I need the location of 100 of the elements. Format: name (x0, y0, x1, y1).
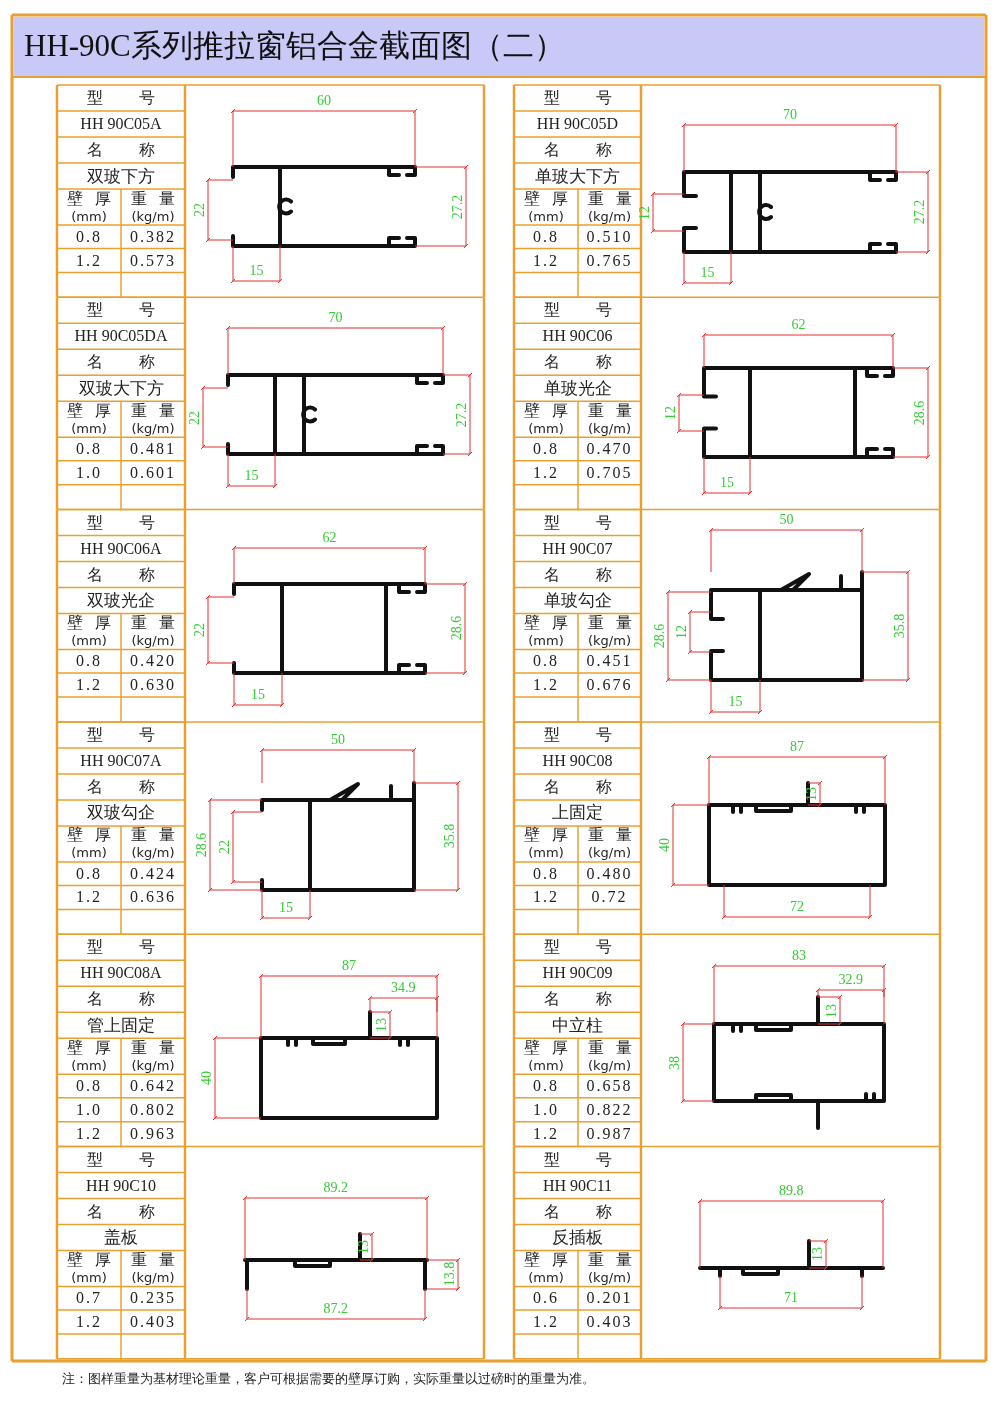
dimension-value: 22 (188, 410, 202, 425)
dimension-value: 28.6 (912, 400, 927, 426)
column-header: 壁厚 (67, 190, 123, 207)
thickness-value: 1.0 (533, 1101, 559, 1118)
dimension-value: 60 (317, 94, 331, 108)
dimension-value: 83 (792, 949, 806, 964)
product-name: 中立柱 (552, 1016, 603, 1034)
model-number: HH 90C09 (542, 965, 613, 982)
column-header: 重量 (131, 615, 187, 632)
product-name: 单玻勾企 (543, 592, 612, 610)
model-number: HH 90C07 (542, 540, 613, 557)
thickness-value: 1.0 (76, 1101, 102, 1118)
dimension-value: 13.8 (442, 1261, 457, 1287)
unit-label: (kg/m) (588, 1271, 631, 1284)
dimension-value: 28.6 (194, 832, 209, 858)
product-name: 管上固定 (87, 1016, 155, 1034)
weight-value: 0.642 (130, 1077, 176, 1094)
product-name: 单玻大下方 (535, 167, 620, 185)
model-number: HH 90C08 (542, 752, 613, 769)
column-header: 重量 (587, 190, 644, 207)
thickness-value: 0.8 (76, 228, 102, 245)
column-header: 名称 (543, 991, 648, 1008)
dimension-value: 89.2 (323, 1180, 348, 1195)
dimension-value: 13 (375, 1018, 389, 1033)
dimension-value: 15 (251, 687, 265, 702)
product-name: 盖板 (104, 1229, 138, 1246)
unit-label: (kg/m) (131, 209, 175, 223)
dimension-value: 15 (244, 469, 259, 484)
dimension-value: 27.2 (912, 199, 927, 225)
column-header: 重量 (587, 402, 644, 419)
unit-label: (kg/m) (588, 209, 631, 223)
model-number: HH 90C05A (80, 116, 162, 132)
column-header: 名称 (87, 566, 191, 583)
model-number: HH 90C07A (80, 752, 162, 769)
dimension-value: 28.6 (652, 623, 667, 648)
model-number: HH 90C06 (542, 328, 613, 345)
product-name: 单玻光企 (543, 379, 612, 397)
dimension-value: 62 (791, 318, 806, 333)
thickness-value: 0.6 (533, 1290, 559, 1307)
column-header: 型号 (87, 1151, 191, 1168)
column-header: 名称 (543, 354, 648, 371)
unit-label: (mm) (528, 1271, 564, 1284)
model-number: HH 90C05D (536, 116, 619, 132)
weight-value: 0.765 (586, 252, 633, 269)
unit-label: (kg/m) (588, 634, 631, 648)
thickness-value: 1.2 (533, 1314, 559, 1330)
thickness-value: 0.8 (76, 865, 102, 882)
thickness-value: 0.8 (533, 441, 559, 458)
unit-label: (mm) (71, 1271, 107, 1284)
column-header: 型号 (87, 726, 191, 743)
weight-value: 0.573 (130, 252, 176, 269)
weight-value: 0.601 (130, 464, 176, 481)
column-header: 名称 (543, 142, 648, 158)
thickness-value: 1.2 (533, 464, 559, 481)
weight-value: 0.424 (130, 865, 176, 882)
column-header: 重量 (587, 1039, 644, 1056)
dimension-value: 38 (668, 1055, 682, 1070)
unit-label: (kg/m) (588, 1058, 631, 1072)
footnote: 注：图样重量为基材理论重量，客户可根据需要的壁厚订购，实际重量以过磅时的重量为准。 (62, 1370, 595, 1388)
dimension-value: 12 (638, 205, 652, 220)
dimension-value: 32.9 (838, 973, 863, 988)
column-header: 名称 (87, 1203, 191, 1220)
dimension-value: 22 (193, 622, 207, 637)
dimension-value: 71 (784, 1290, 798, 1305)
unit-label: (kg/m) (131, 421, 175, 435)
column-header: 重量 (131, 1252, 187, 1268)
dimension-value: 15 (700, 266, 715, 280)
dimension-value: 12 (675, 624, 689, 639)
weight-value: 0.451 (586, 653, 633, 670)
weight-value: 0.802 (130, 1101, 176, 1118)
column-header: 壁厚 (524, 827, 580, 844)
product-name: 反插板 (552, 1229, 603, 1246)
column-header: 重量 (131, 402, 187, 419)
thickness-value: 0.8 (76, 653, 102, 670)
dimension-value: 87.2 (323, 1301, 348, 1316)
weight-value: 0.481 (130, 441, 176, 458)
thickness-value: 0.8 (533, 865, 559, 882)
thickness-value: 1.0 (76, 464, 102, 481)
dimension-value: 87 (342, 959, 356, 974)
unit-label: (kg/m) (131, 1058, 175, 1072)
unit-label: (mm) (71, 846, 107, 860)
model-number: HH 90C11 (542, 1177, 613, 1194)
dimension-value: 13 (825, 1003, 839, 1018)
dimension-value: 72 (790, 899, 804, 914)
dimension-value: 15 (728, 694, 743, 709)
dimension-value: 27.2 (450, 194, 465, 219)
dimension-value: 28.6 (449, 615, 464, 641)
weight-value: 0.963 (130, 1126, 176, 1143)
column-header: 型号 (543, 302, 648, 319)
column-header: 壁厚 (524, 190, 580, 207)
column-header: 壁厚 (524, 1252, 580, 1268)
thickness-value: 1.2 (76, 677, 102, 694)
column-header: 重量 (587, 1252, 644, 1268)
column-header: 名称 (87, 778, 191, 795)
unit-label: (kg/m) (131, 846, 175, 860)
dimension-value: 15 (249, 264, 264, 278)
weight-value: 0.420 (130, 653, 176, 670)
column-header: 型号 (87, 939, 191, 956)
dimension-value: 35.8 (892, 613, 907, 638)
column-header: 型号 (543, 90, 648, 106)
